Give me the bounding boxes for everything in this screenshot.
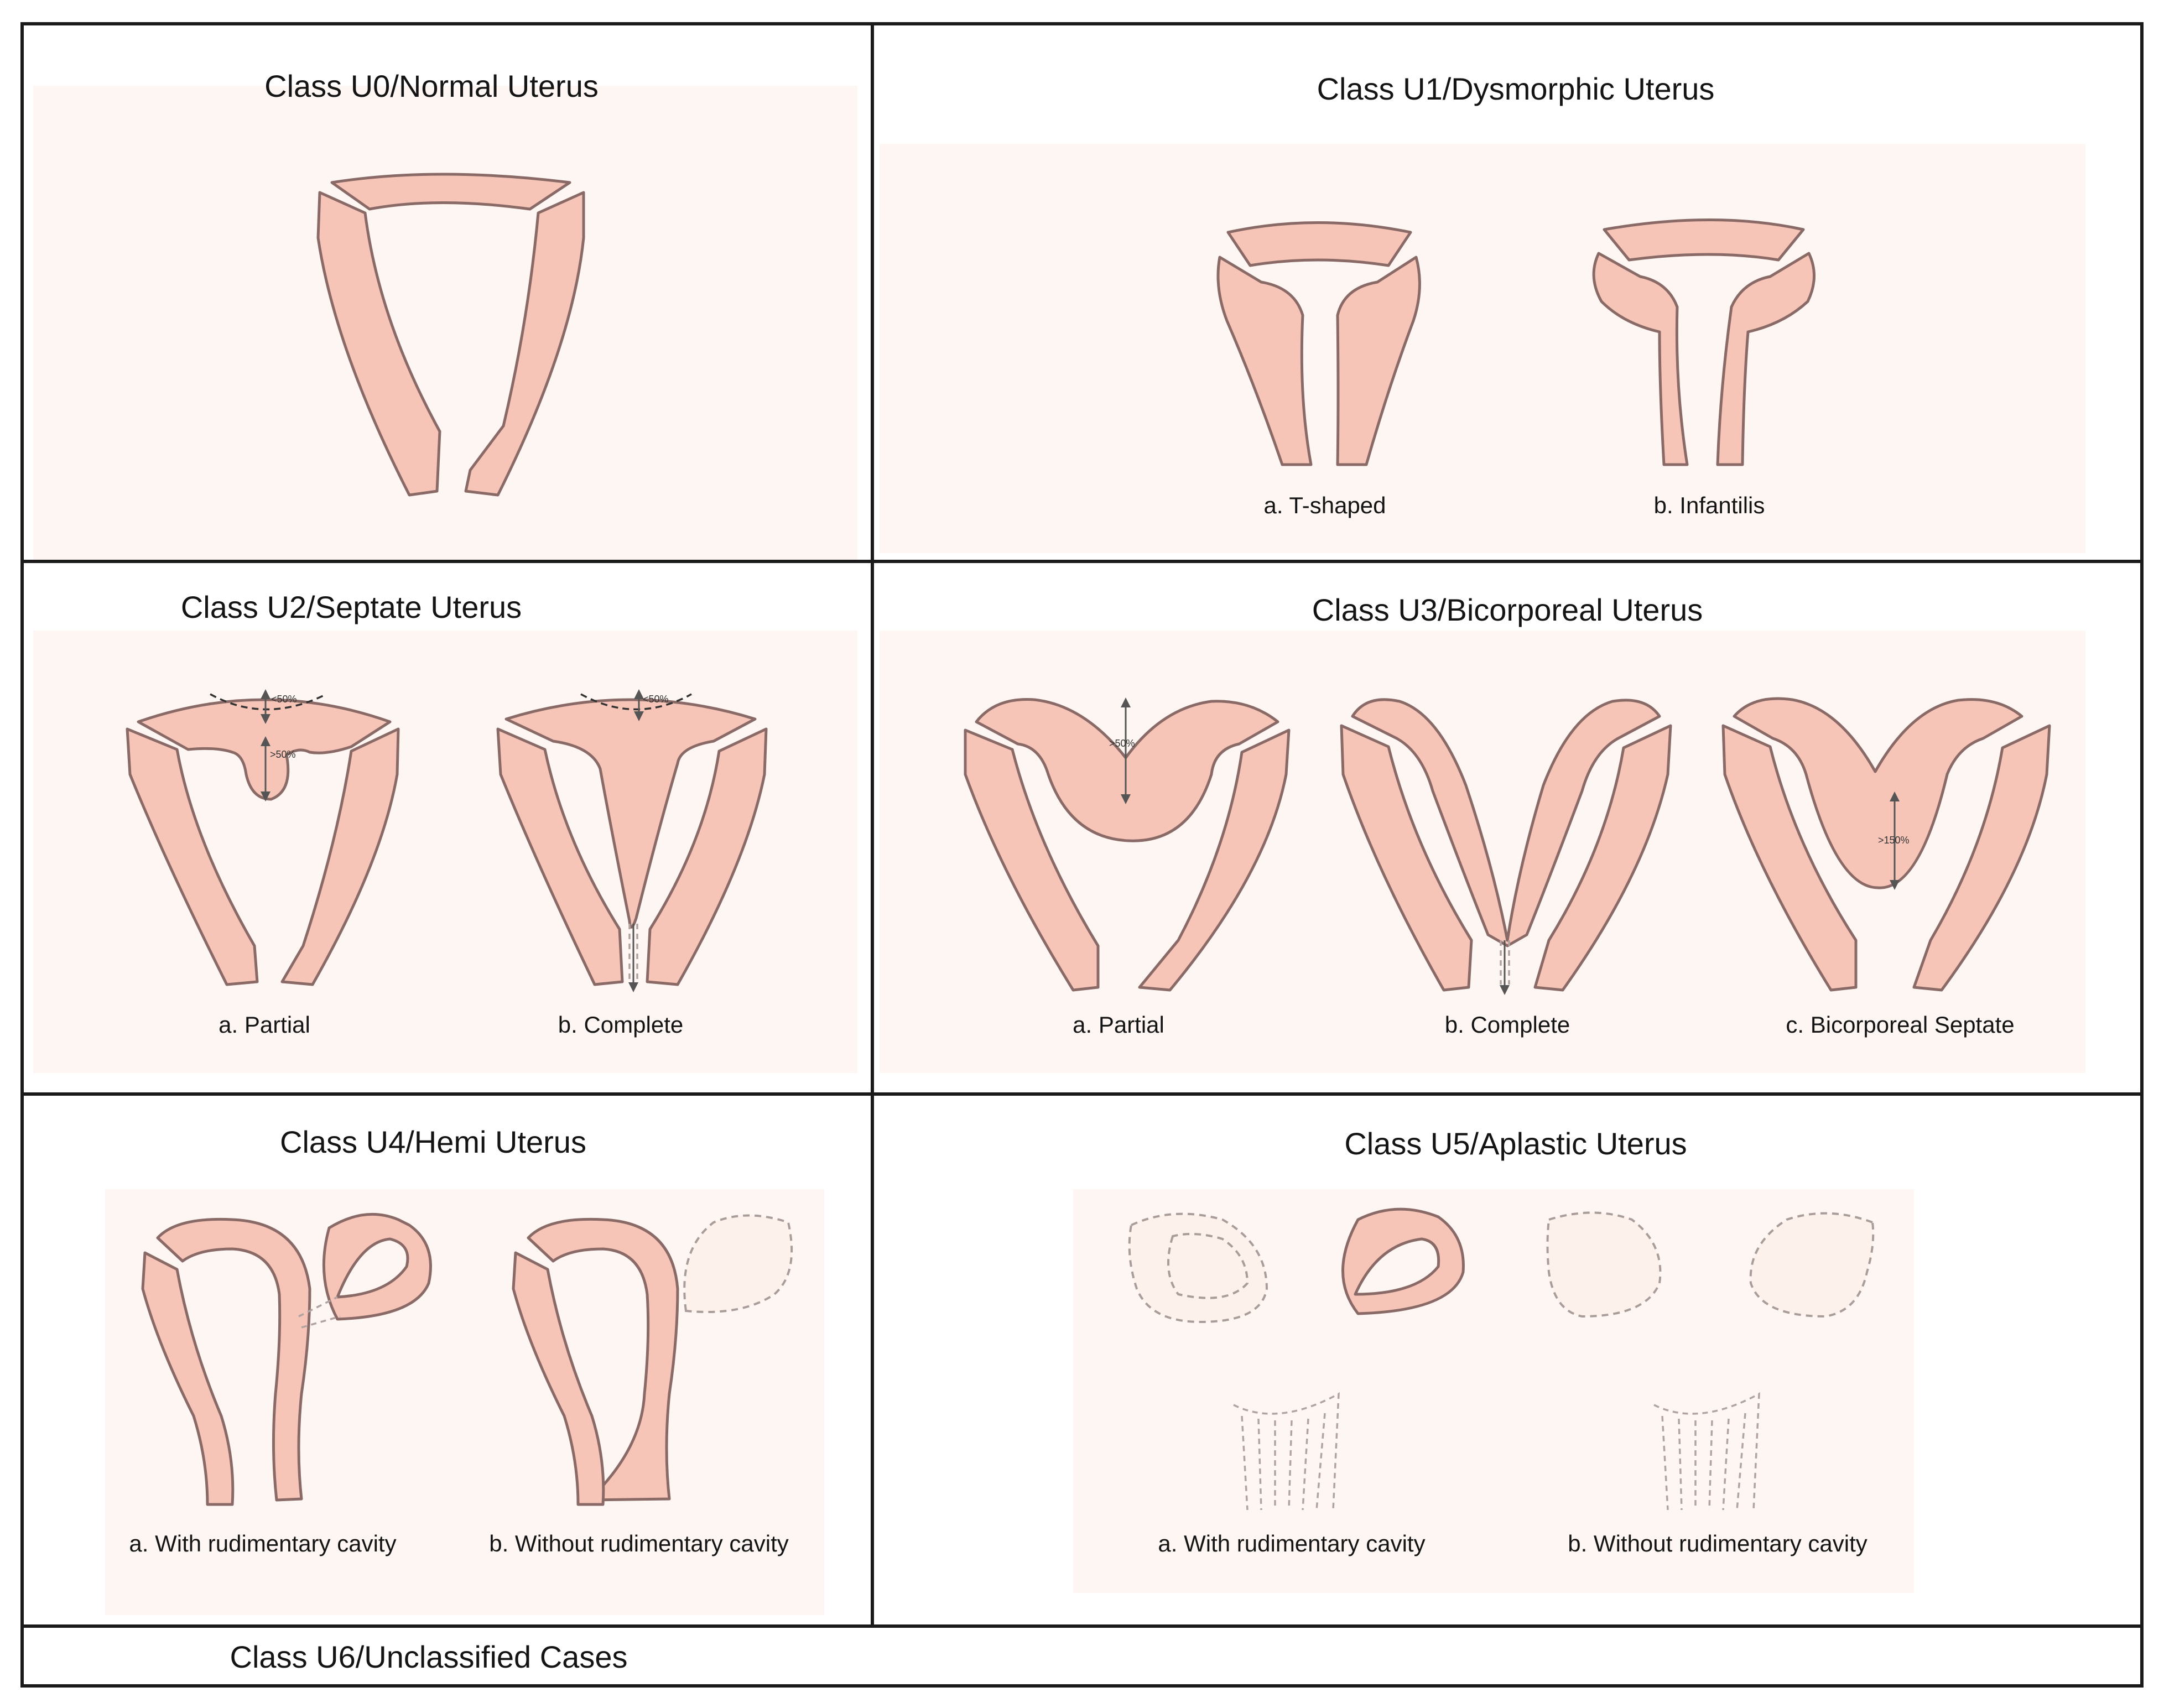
u5b-left-horn-ghost [1546, 1211, 1662, 1318]
u3-caption-c: c. Bicorporeal Septate [1786, 1012, 2015, 1038]
u2b-left-wall [496, 727, 624, 986]
u2b-fundus-septum [504, 698, 757, 929]
figure-u0-normal-uterus [316, 173, 585, 497]
u3a-tag-more: >50% [1109, 738, 1135, 749]
u5a-left-horn-cavity [1167, 1233, 1249, 1299]
u5-caption-a: a. With rudimentary cavity [1158, 1530, 1426, 1556]
u3a-left-wall [964, 728, 1100, 992]
panel-u1-background [880, 144, 2085, 553]
u3b-cervical-septum [1500, 940, 1510, 985]
u0-fundus [330, 173, 571, 211]
u2b-right-wall [646, 727, 768, 986]
figure-u3b-complete [1340, 698, 1672, 995]
figure-u2a-partial-septum [126, 689, 400, 986]
u1b-left-wall [1592, 252, 1689, 466]
u3b-fundus [1351, 698, 1661, 947]
u4b-hemi-wall [512, 1251, 605, 1506]
u2a-left-wall [126, 727, 259, 986]
u2a-tag-less: <50% [271, 694, 297, 705]
figure-u3a-partial [964, 697, 1291, 992]
panel-u0-background [33, 86, 857, 561]
figure-u5a-aplastic-with-rudimentary [1128, 1207, 1465, 1511]
figure-u2b-complete-septum [496, 689, 768, 992]
u3-caption-a: a. Partial [1073, 1012, 1164, 1038]
u3c-tag-150: >150% [1878, 835, 1910, 846]
u3c-fundus-septum [1733, 697, 2023, 889]
u1a-fundus [1226, 221, 1412, 267]
u1a-right-wall [1336, 256, 1421, 466]
u2-caption-a: a. Partial [219, 1012, 310, 1038]
u4-caption-a: a. With rudimentary cavity [129, 1530, 397, 1556]
figure-u1b-infantilis [1592, 218, 1816, 466]
panel-u0-title: Class U0/Normal Uterus [264, 69, 599, 103]
u3b-right-wall [1533, 724, 1672, 992]
u5-caption-b: b. Without rudimentary cavity [1568, 1530, 1868, 1556]
u0-right-wall [464, 191, 585, 497]
u2-caption-b: b. Complete [558, 1012, 684, 1038]
u3c-left-wall [1721, 724, 1858, 992]
u3a-right-wall [1138, 728, 1291, 992]
panel-u1-title: Class U1/Dysmorphic Uterus [1317, 71, 1715, 106]
grid-lines [20, 22, 2144, 1688]
figure-u5b-aplastic-without-rudimentary [1546, 1211, 1875, 1511]
panel-u3-title: Class U3/Bicorporeal Uterus [1312, 592, 1703, 627]
u4b-hemi-arc [527, 1217, 679, 1502]
u1-caption-b: b. Infantilis [1653, 492, 1765, 518]
u3c-right-wall [1912, 724, 2051, 992]
u4a-hemi-wall [141, 1251, 235, 1506]
u4a-connecting-band [298, 1296, 341, 1329]
u2a-tag-more: >50% [270, 749, 296, 760]
u5a-right-horn [1341, 1207, 1465, 1315]
panel-u5-title: Class U5/Aplastic Uterus [1344, 1126, 1687, 1161]
u1a-left-wall [1216, 256, 1313, 466]
figure-u4b-hemi-without-rudimentary [512, 1214, 793, 1506]
u3b-left-wall [1340, 724, 1473, 992]
figure-u1a-t-shaped [1216, 221, 1421, 466]
u4a-rudimentary-horn [322, 1212, 432, 1321]
u2a-right-wall [280, 727, 400, 986]
u4-caption-b: b. Without rudimentary cavity [489, 1530, 789, 1556]
panel-u4-title: Class U4/Hemi Uterus [280, 1124, 586, 1159]
u1-caption-a: a. T-shaped [1263, 492, 1386, 518]
u4b-absent-horn [683, 1214, 793, 1313]
u4a-hemi-arc [156, 1217, 311, 1502]
u2b-tag-less: <50% [643, 694, 669, 705]
figure-u4a-hemi-with-rudimentary [141, 1212, 432, 1506]
u3-caption-b: b. Complete [1444, 1012, 1570, 1038]
u5b-right-horn-ghost [1749, 1212, 1875, 1318]
figure-u3c-bicorporeal-septate [1721, 697, 2051, 992]
u1b-right-wall [1716, 252, 1816, 466]
u5b-cervix-ghost [1653, 1392, 1760, 1511]
panel-u6-title: Class U6/Unclassified Cases [230, 1639, 628, 1674]
panel-u2-title: Class U2/Septate Uterus [180, 590, 522, 624]
u1b-fundus [1603, 218, 1805, 262]
u5a-cervix-ghost [1233, 1392, 1340, 1511]
u0-left-wall [316, 191, 441, 497]
